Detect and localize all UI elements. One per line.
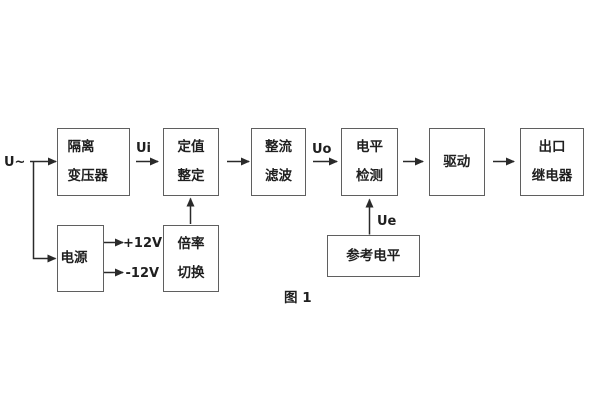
label-uo: Uo [312,142,332,157]
block-driver-label: 驱动 [443,153,471,170]
figure-caption: 图 1 [284,290,312,306]
block-value-setting: 定值 整定 [163,127,219,196]
label-minus-12v-rail: -12V [125,265,160,281]
block-level-detection: 电平 检测 [341,127,398,196]
label-ue: Ue [377,213,397,229]
block-power-supply: 电源 [56,224,104,292]
block-level-detection-line2: 检测 [356,168,383,185]
block-power-supply-label: 电源 [60,250,88,266]
block-level-detection-line1: 电平 [356,139,383,156]
wire-input-to-power-supply [32,161,57,263]
block-output-relay: 出口 继电器 [520,127,584,196]
block-output-relay-line1: 出口 [538,139,566,155]
block-rectifier-filter-line1: 整流 [265,139,292,155]
block-isolation-transformer-line2: 变压器 [67,168,109,184]
block-value-setting-line1: 定值 [177,139,205,155]
label-ui: Ui [136,141,152,156]
block-rectifier-filter: 整流 滤波 [251,127,306,196]
block-isolation-transformer: 隔离 变压器 [56,127,130,196]
block-value-setting-line2: 整定 [177,168,205,184]
block-ratio-switch-line1: 倍率 [177,235,205,252]
block-reference-level-label: 参考电平 [346,248,401,264]
block-reference-level: 参考电平 [327,235,420,277]
block-ratio-switch: 倍率 切换 [163,224,219,292]
block-rectifier-filter-line2: 滤波 [265,168,292,184]
block-ratio-switch-line2: 切换 [177,264,205,281]
block-output-relay-line2: 继电器 [531,168,573,184]
label-plus-12v-rail: +12V [123,235,163,251]
label-input-voltage: U~ [4,154,26,170]
block-isolation-transformer-line1: 隔离 [67,139,95,155]
block-driver: 驱动 [429,127,485,196]
